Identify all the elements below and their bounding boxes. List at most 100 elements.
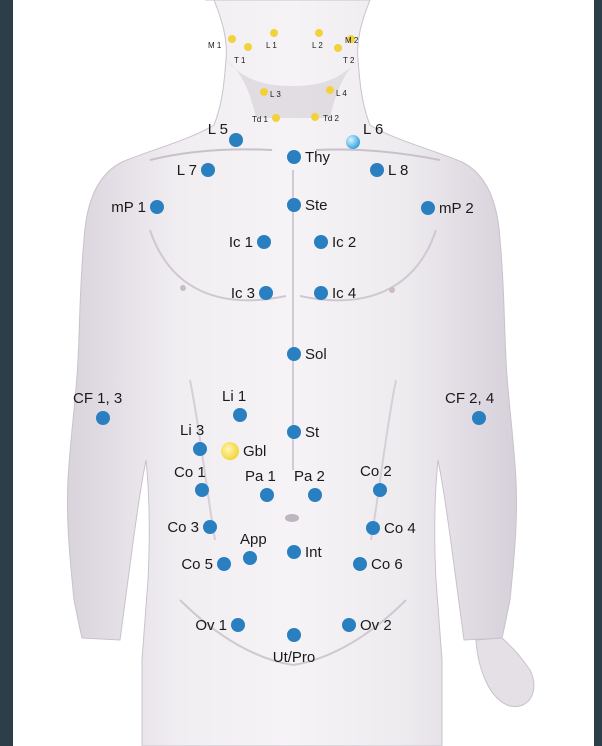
point-ste: Ste — [287, 197, 328, 214]
point-marker-l3 — [260, 88, 268, 96]
point-label-td2: Td 2 — [323, 114, 340, 123]
point-ov1: Ov 1 — [195, 617, 245, 634]
point-label-cf13: CF 1, 3 — [73, 390, 122, 407]
point-label-l6: L 6 — [363, 121, 383, 138]
point-ov2: Ov 2 — [342, 617, 392, 634]
point-label-thy: Thy — [305, 149, 331, 166]
point-co5: Co 5 — [181, 556, 231, 573]
point-marker-l6 — [346, 135, 360, 149]
point-label-app: App — [240, 531, 267, 548]
point-marker-l5 — [229, 133, 243, 147]
point-label-ic4: Ic 4 — [332, 285, 356, 302]
point-marker-t1 — [244, 43, 252, 51]
point-label-l3: L 3 — [270, 90, 281, 99]
point-marker-st — [287, 425, 301, 439]
point-mp2: mP 2 — [421, 200, 474, 217]
point-marker-li3 — [193, 442, 207, 456]
point-marker-td1 — [272, 114, 280, 122]
point-marker-cf13 — [96, 411, 110, 425]
point-marker-co5 — [217, 557, 231, 571]
point-label-co2: Co 2 — [360, 463, 392, 480]
point-marker-co4 — [366, 521, 380, 535]
point-co3: Co 3 — [167, 519, 217, 536]
point-label-ic3: Ic 3 — [231, 285, 255, 302]
point-gbl: Gbl — [221, 442, 266, 460]
point-label-int: Int — [305, 544, 323, 561]
point-int: Int — [287, 544, 323, 561]
point-marker-co6 — [353, 557, 367, 571]
point-thy: Thy — [287, 149, 331, 166]
point-marker-ov1 — [231, 618, 245, 632]
point-marker-mt1 — [228, 35, 236, 43]
point-ic1: Ic 1 — [229, 234, 271, 251]
point-label-gbl: Gbl — [243, 443, 266, 460]
point-marker-t2 — [334, 44, 342, 52]
point-l8: L 8 — [370, 162, 408, 179]
hand-right — [476, 638, 534, 707]
navel — [285, 514, 299, 522]
point-marker-l2 — [315, 29, 323, 37]
point-label-td1: Td 1 — [252, 115, 269, 124]
point-marker-ic3 — [259, 286, 273, 300]
point-marker-cf24 — [472, 411, 486, 425]
point-l7: L 7 — [177, 162, 215, 179]
point-marker-sol — [287, 347, 301, 361]
point-label-l2: L 2 — [312, 41, 323, 50]
point-label-co3: Co 3 — [167, 519, 199, 536]
point-label-ov2: Ov 2 — [360, 617, 392, 634]
point-ic2: Ic 2 — [314, 234, 356, 251]
point-label-ic1: Ic 1 — [229, 234, 253, 251]
point-co6: Co 6 — [353, 556, 403, 573]
nipple-right — [389, 287, 395, 293]
point-co4: Co 4 — [366, 520, 416, 537]
point-marker-utpro — [287, 628, 301, 642]
point-ic3: Ic 3 — [231, 285, 273, 302]
point-label-l1: L 1 — [266, 41, 277, 50]
point-label-l5: L 5 — [208, 121, 228, 138]
point-marker-l8 — [370, 163, 384, 177]
point-label-cf24: CF 2, 4 — [445, 390, 494, 407]
point-marker-gbl — [221, 442, 239, 460]
nipple-left — [180, 285, 186, 291]
point-label-sol: Sol — [305, 346, 327, 363]
point-label-mp2: mP 2 — [439, 200, 474, 217]
point-label-co6: Co 6 — [371, 556, 403, 573]
point-marker-ic4 — [314, 286, 328, 300]
point-marker-li1 — [233, 408, 247, 422]
point-marker-app — [243, 551, 257, 565]
point-label-li1: Li 1 — [222, 388, 246, 405]
point-label-ic2: Ic 2 — [332, 234, 356, 251]
point-label-co4: Co 4 — [384, 520, 416, 537]
point-marker-thy — [287, 150, 301, 164]
point-label-li3: Li 3 — [180, 422, 204, 439]
point-marker-mp1 — [150, 200, 164, 214]
point-label-l4: L 4 — [336, 89, 347, 98]
point-label-ov1: Ov 1 — [195, 617, 227, 634]
point-marker-ov2 — [342, 618, 356, 632]
point-marker-pa2 — [308, 488, 322, 502]
point-marker-l1 — [270, 29, 278, 37]
point-label-t2: T 2 — [343, 56, 355, 65]
point-marker-ste — [287, 198, 301, 212]
point-marker-co2 — [373, 483, 387, 497]
point-label-l7: L 7 — [177, 162, 197, 179]
point-marker-int — [287, 545, 301, 559]
point-label-utpro: Ut/Pro — [273, 649, 316, 666]
point-label-pa2: Pa 2 — [294, 468, 325, 485]
point-m2: M 2 — [345, 35, 359, 45]
point-marker-l7 — [201, 163, 215, 177]
point-label-m2: M 2 — [345, 36, 359, 45]
point-sol: Sol — [287, 346, 327, 363]
point-label-ste: Ste — [305, 197, 328, 214]
point-marker-pa1 — [260, 488, 274, 502]
point-marker-mp2 — [421, 201, 435, 215]
point-label-co1: Co 1 — [174, 464, 206, 481]
point-label-co5: Co 5 — [181, 556, 213, 573]
point-label-mp1: mP 1 — [111, 199, 146, 216]
point-label-mt1: M 1 — [208, 41, 222, 50]
point-mp1: mP 1 — [111, 199, 164, 216]
point-marker-ic1 — [257, 235, 271, 249]
point-label-l8: L 8 — [388, 162, 408, 179]
